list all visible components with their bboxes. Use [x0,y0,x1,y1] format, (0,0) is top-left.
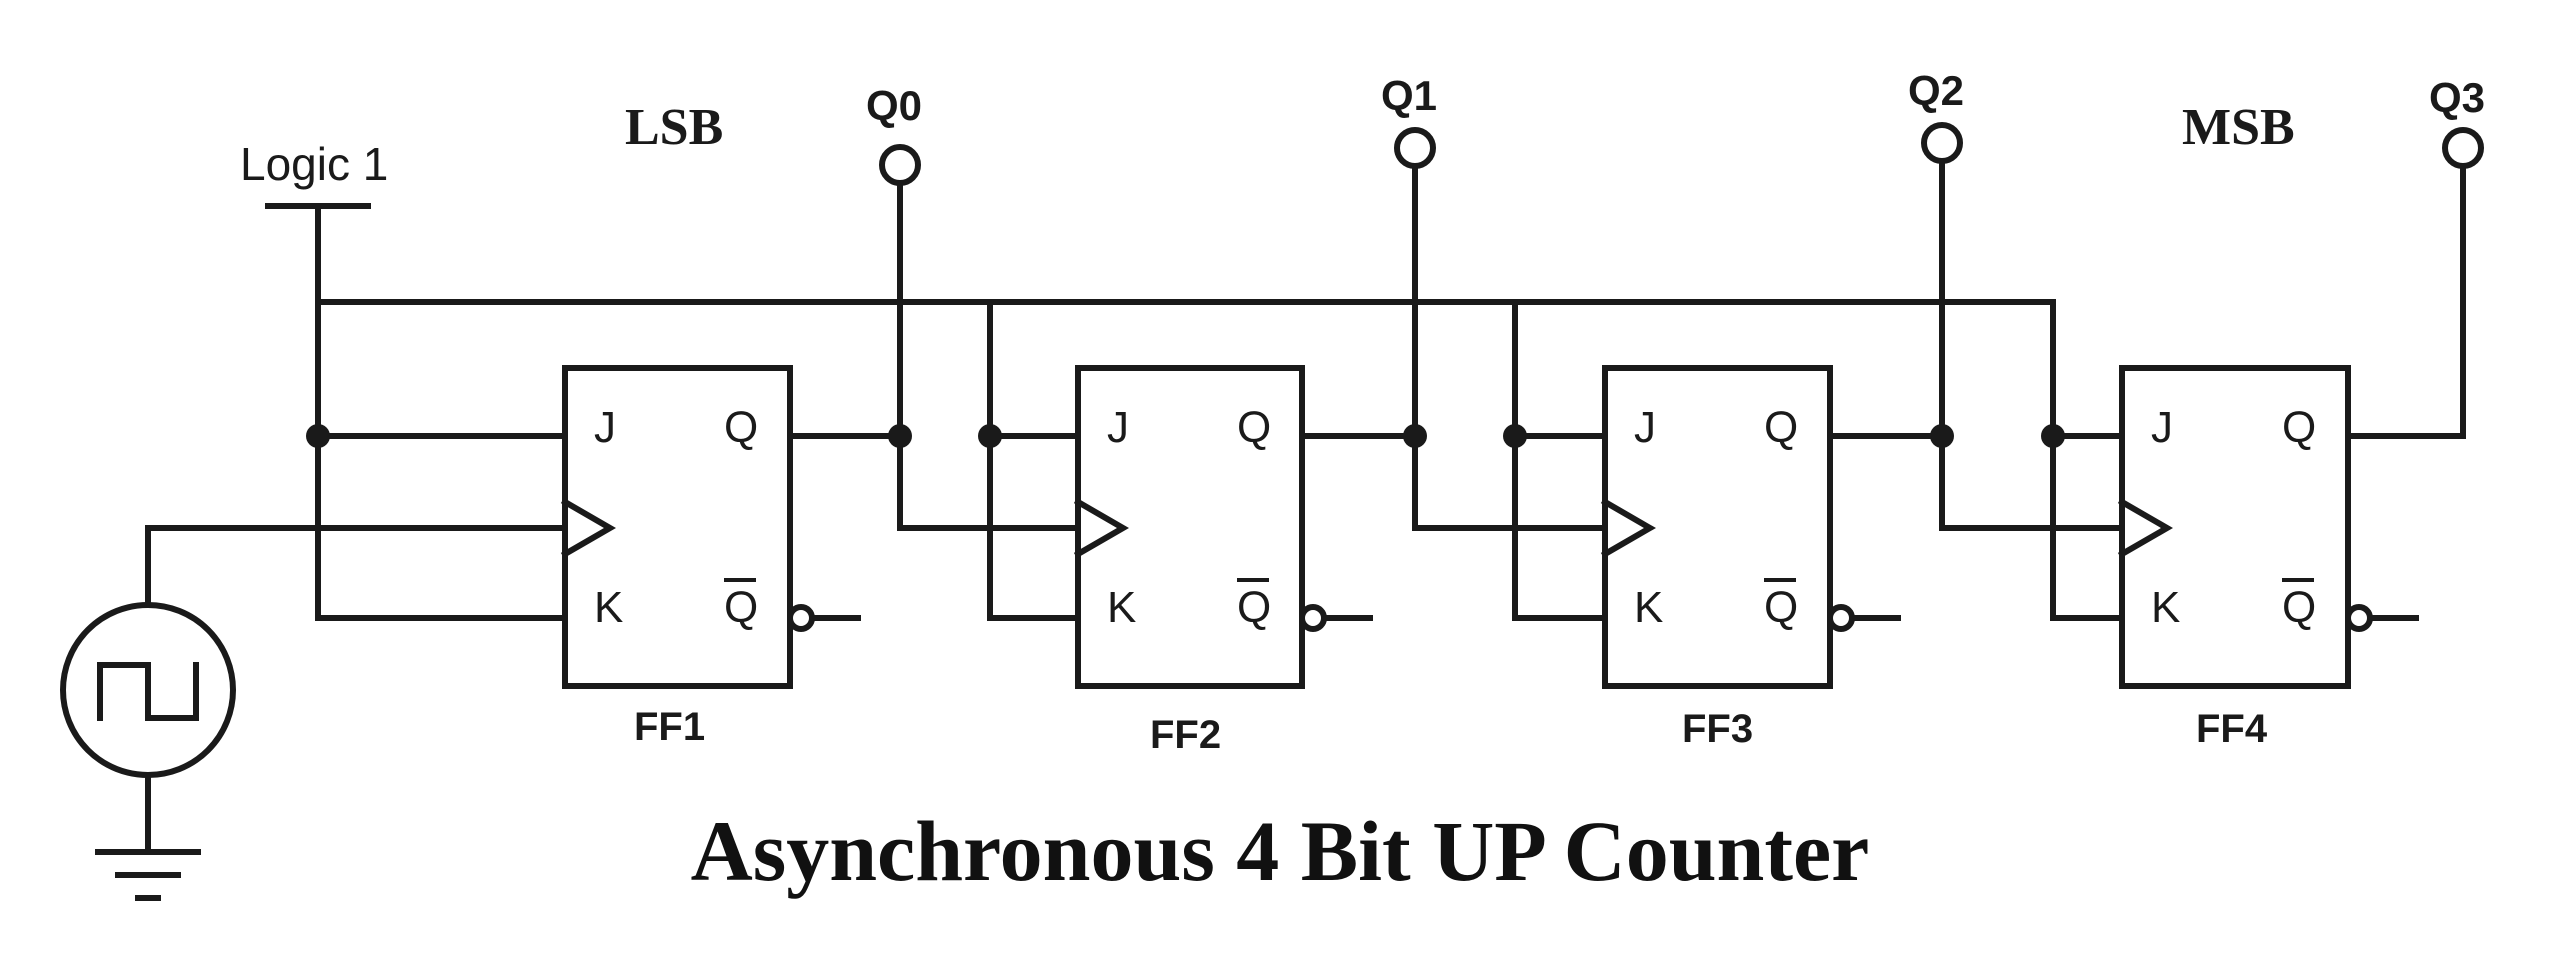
q0-junction [888,424,912,448]
msb-label: MSB [2182,99,2295,156]
ff2-q-pin-label: Q [1237,403,1271,452]
diagram-title: Asynchronous 4 Bit UP Counter [691,803,1870,899]
ff3-q-pin-label: Q [1764,403,1798,452]
ff1-k-pin-label: K [594,583,623,632]
ff3-label: FF3 [1682,707,1753,751]
q0-terminal [879,144,921,186]
flip-flop-ff2: J K Q Q FF2 [1073,365,1327,757]
q1-terminal [1394,127,1436,169]
ff2-j-pin-label: J [1107,403,1129,452]
logic-1-label: Logic 1 [240,138,388,190]
flip-flop-ff1: J K Q Q FF1 [560,365,815,749]
ff1-qbar-bubble [787,604,815,632]
ff3-j-pin-label: J [1634,403,1656,452]
ff2-k-pin-label: K [1107,583,1136,632]
ff4-j-junction [2041,424,2065,448]
ff3-qbar-pin-label: Q [1764,583,1798,632]
ff1-j-pin-label: J [594,403,616,452]
q3-terminal [2442,127,2484,169]
ff3-qbar-bubble [1827,604,1855,632]
lsb-label: LSB [625,99,723,156]
ff4-qbar-bubble [2345,604,2373,632]
q1-junction [1403,424,1427,448]
ff3-j-junction [1503,424,1527,448]
q2-junction [1930,424,1954,448]
q3-wire [2345,165,2466,439]
ff1-qbar-pin-label: Q [724,583,758,632]
ff4-qbar-pin-label: Q [2282,583,2316,632]
q0-label: Q0 [866,82,922,129]
flip-flop-ff4: J K Q Q FF4 [2117,365,2373,751]
ff1-label: FF1 [634,705,705,749]
ff1-j-junction [306,424,330,448]
ff4-j-pin-label: J [2151,403,2173,452]
ff2-qbar-bubble [1299,604,1327,632]
ff2-label: FF2 [1150,713,1221,757]
ff4-label: FF4 [2196,707,2268,751]
ff4-k-pin-label: K [2151,583,2180,632]
ground-icon [95,849,201,901]
ff4-q-pin-label: Q [2282,403,2316,452]
q2-terminal [1921,122,1963,164]
square-wave-icon [97,662,199,721]
ff2-j-junction [978,424,1002,448]
flip-flop-ff3: J K Q Q FF3 [1600,365,1855,751]
q1-label: Q1 [1381,72,1437,119]
ff2-qbar-pin-label: Q [1237,583,1271,632]
q2-label: Q2 [1908,67,1964,114]
ff3-k-pin-label: K [1634,583,1663,632]
ff1-q-pin-label: Q [724,403,758,452]
q3-label: Q3 [2429,74,2485,121]
